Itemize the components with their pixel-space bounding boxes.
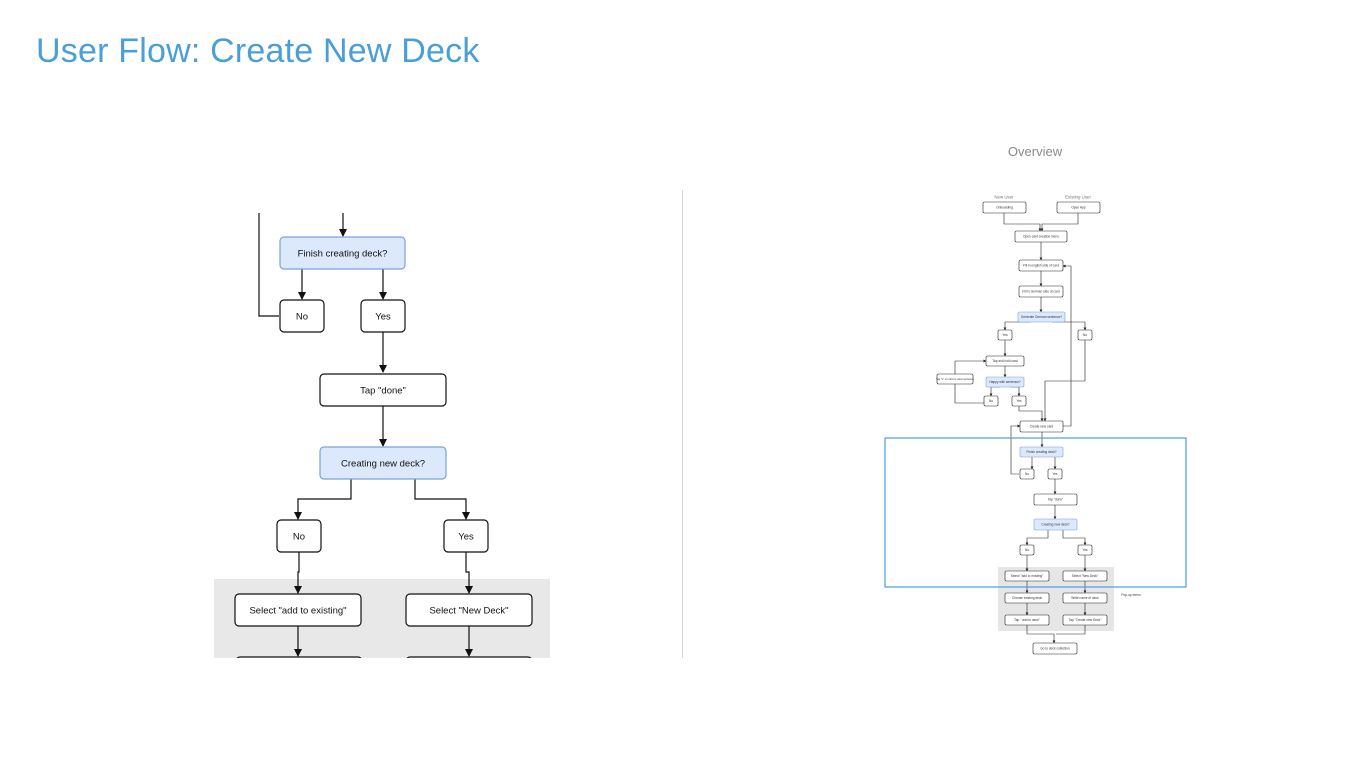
overview-decision-happy-sentence: Happy with sentence? bbox=[985, 376, 1025, 388]
svg-text:Yes: Yes bbox=[458, 532, 474, 543]
overview-node-write-name: Write name of deck bbox=[1062, 592, 1108, 604]
overview-node-no-b: No bbox=[983, 395, 999, 407]
svg-text:Fill in German side of card: Fill in German side of card bbox=[1022, 290, 1059, 294]
svg-text:Yes: Yes bbox=[1002, 333, 1008, 337]
zoom-node-cutoff-left bbox=[236, 656, 362, 658]
zoom-node-select-new-deck[interactable]: Select "New Deck" bbox=[405, 593, 533, 627]
svg-text:Tap "x" on card to clear sente: Tap "x" on card to clear sentence bbox=[936, 377, 974, 381]
overview-node-yes-c: Yes bbox=[1047, 468, 1063, 480]
overview-node-no-a: No bbox=[1077, 329, 1093, 341]
overview-node-open-app: Open App bbox=[1056, 201, 1101, 214]
svg-text:Pop-up menu: Pop-up menu bbox=[1121, 593, 1140, 597]
overview-node-tap-done: Tap "done" bbox=[1033, 493, 1078, 506]
svg-text:Choose existing deck: Choose existing deck bbox=[1012, 596, 1043, 600]
overview-node-tap-create: Tap "Create new Deck" bbox=[1062, 614, 1108, 626]
overview-node-onboarding: Onboarding bbox=[982, 201, 1027, 214]
svg-text:No: No bbox=[293, 532, 305, 543]
svg-text:Finish creating deck?: Finish creating deck? bbox=[1026, 450, 1056, 454]
zoom-connectors bbox=[258, 213, 473, 657]
svg-text:Happy with sentence?: Happy with sentence? bbox=[989, 380, 1021, 384]
overview-node-no-c: No bbox=[1019, 468, 1035, 480]
svg-text:Yes: Yes bbox=[1082, 548, 1088, 552]
svg-text:Creating new deck?: Creating new deck? bbox=[1041, 523, 1069, 527]
svg-text:Select "add to existing": Select "add to existing" bbox=[249, 606, 346, 617]
overview-popup-region bbox=[998, 567, 1114, 631]
overview-node-create-new-card: Create new card bbox=[1019, 420, 1064, 433]
overview-connectors bbox=[954, 213, 1087, 644]
zoom-node-tap-done[interactable]: Tap "done" bbox=[319, 373, 447, 407]
zoom-node-yes-2[interactable]: Yes bbox=[443, 519, 489, 553]
overview-node-tap-and-hold: Tap and hold card bbox=[985, 355, 1025, 367]
overview-node-tap-x: Tap "x" on card to clear sentence bbox=[936, 373, 974, 385]
overview-node-no-d: No bbox=[1019, 544, 1035, 556]
overview-decision-finish-deck: Finish creating deck? bbox=[1019, 446, 1064, 458]
svg-text:Creating new deck?: Creating new deck? bbox=[341, 459, 425, 470]
overview-node-select-new-deck: Select "New Deck" bbox=[1062, 570, 1108, 582]
zoom-decision-creating-new-deck[interactable]: Creating new deck? bbox=[319, 446, 447, 480]
svg-text:Generate German sentence?: Generate German sentence? bbox=[1021, 315, 1063, 319]
overview-node-yes-a: Yes bbox=[997, 329, 1013, 341]
zoom-node-select-existing[interactable]: Select "add to existing" bbox=[234, 593, 362, 627]
panel-divider bbox=[682, 190, 683, 658]
svg-text:Go to deck collection: Go to deck collection bbox=[1040, 647, 1070, 651]
svg-text:No: No bbox=[989, 399, 993, 403]
svg-text:Tap "done": Tap "done" bbox=[360, 386, 406, 397]
svg-text:No: No bbox=[1025, 548, 1029, 552]
zoom-node-no-2[interactable]: No bbox=[276, 519, 322, 553]
overview-node-fill-german: Fill in German side of card bbox=[1018, 285, 1064, 298]
overview-header-new-user: New User bbox=[994, 195, 1014, 200]
zoomed-flowchart[interactable]: Finish creating deck? No Yes Tap "done" … bbox=[0, 0, 683, 768]
svg-text:No: No bbox=[1025, 472, 1029, 476]
overview-viewport-frame bbox=[884, 437, 1187, 588]
zoom-node-no-1[interactable]: No bbox=[279, 299, 325, 333]
overview-node-tap-add: Tap " add to deck" bbox=[1004, 614, 1050, 626]
zoom-decision-finish-deck[interactable]: Finish creating deck? bbox=[279, 236, 406, 270]
svg-text:No: No bbox=[1083, 333, 1087, 337]
overview-label: Overview bbox=[1007, 144, 1063, 159]
svg-text:Create new card: Create new card bbox=[1030, 425, 1054, 429]
overview-node-open-card-menu: Open card creation menu bbox=[1014, 230, 1068, 243]
svg-text:Select "New Deck": Select "New Deck" bbox=[1072, 574, 1099, 578]
overview-node-select-existing: Select "add to existing" bbox=[1004, 570, 1050, 582]
overview-decision-generate-sentence: Generate German sentence? bbox=[1017, 311, 1066, 323]
svg-text:Fill in english side of card: Fill in english side of card bbox=[1023, 264, 1059, 268]
zoom-node-yes-1[interactable]: Yes bbox=[360, 299, 406, 333]
svg-text:Select "New Deck": Select "New Deck" bbox=[429, 606, 508, 617]
page-title: User Flow: Create New Deck bbox=[36, 32, 480, 70]
overview-header-existing-user: Existing User bbox=[1065, 195, 1091, 200]
svg-text:Tap " add to deck": Tap " add to deck" bbox=[1014, 618, 1040, 622]
svg-text:Tap "done": Tap "done" bbox=[1048, 498, 1063, 502]
overview-node-go-to-collection: Go to deck collection bbox=[1032, 642, 1078, 655]
svg-text:Write name of deck: Write name of deck bbox=[1071, 596, 1099, 600]
overview-decision-creating-new-deck: Creating new deck? bbox=[1033, 518, 1078, 531]
svg-text:Yes: Yes bbox=[1052, 472, 1058, 476]
svg-text:Open App: Open App bbox=[1071, 206, 1085, 210]
overview-node-fill-english: Fill in english side of card bbox=[1018, 259, 1064, 272]
svg-text:Finish creating deck?: Finish creating deck? bbox=[298, 249, 388, 260]
svg-text:Yes: Yes bbox=[375, 312, 391, 323]
overview-node-choose-existing: Choose existing deck bbox=[1004, 592, 1050, 604]
overview-node-yes-d: Yes bbox=[1077, 544, 1093, 556]
overview-node-yes-b: Yes bbox=[1011, 395, 1027, 407]
svg-text:No: No bbox=[296, 312, 308, 323]
svg-text:Onboarding: Onboarding bbox=[996, 206, 1013, 210]
svg-text:Select "add to existing": Select "add to existing" bbox=[1011, 574, 1044, 578]
svg-text:Yes: Yes bbox=[1016, 399, 1022, 403]
svg-text:Tap and hold card: Tap and hold card bbox=[992, 359, 1018, 363]
svg-text:Open card creation menu: Open card creation menu bbox=[1023, 235, 1059, 239]
zoom-node-cutoff-right bbox=[406, 656, 532, 658]
overview-popup-label: Pop-up menu bbox=[1121, 593, 1140, 597]
svg-text:Tap "Create new Deck": Tap "Create new Deck" bbox=[1069, 618, 1102, 622]
